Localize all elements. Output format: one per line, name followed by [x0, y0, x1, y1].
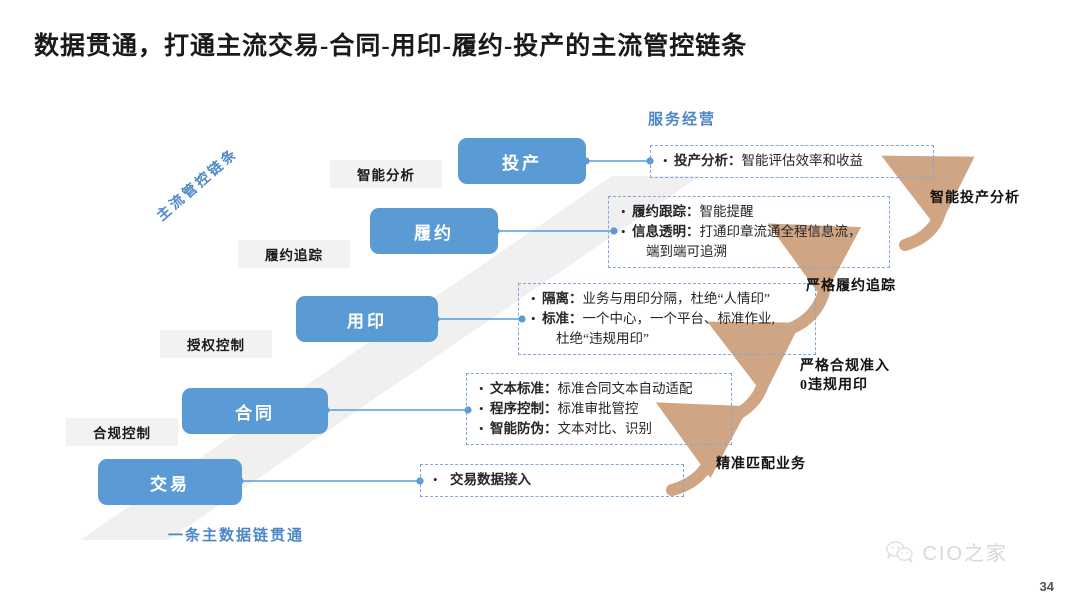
outcome-yongyin: 严格合规准入 0违规用印 [800, 357, 890, 395]
detail-hetong: • 文本标准：标准合同文本自动适配 • 程序控制：标准审批管控 • 智能防伪：文… [466, 373, 732, 445]
page-number: 34 [1039, 579, 1054, 594]
detail-line: • 交易数据接入 [433, 470, 673, 490]
detail-line: • 履约跟踪：智能提醒 [621, 202, 879, 222]
bullet-icon: • [479, 381, 484, 396]
tag-performance-tracking: 履约追踪 [238, 240, 350, 268]
outcome-lvyue: 严格履约追踪 [806, 279, 896, 294]
bullet-icon: • [479, 401, 484, 416]
detail-subline: 端到端可追溯 [646, 244, 727, 259]
stage-jiaoyi[interactable]: 交易 [98, 459, 242, 505]
detail-line: • 标准：一个中心，一个平台、标准作业, [531, 309, 805, 329]
single-data-chain-label: 一条主数据链贯通 [168, 528, 305, 544]
bullet-icon: • [433, 472, 438, 487]
detail-jiaoyi: • 交易数据接入 [420, 464, 684, 497]
tag-authorization-control: 授权控制 [160, 330, 272, 358]
watermark: CIO之家 [885, 537, 1008, 566]
detail-line: • 智能防伪：文本对比、识别 [479, 419, 721, 439]
detail-line: • 投产分析：智能评估效率和收益 [663, 151, 923, 171]
stage-lvyue[interactable]: 履约 [370, 208, 498, 254]
detail-yongyin: • 隔离：业务与用印分隔，杜绝“人情印” • 标准：一个中心，一个平台、标准作业… [518, 283, 816, 355]
outcome-touchan: 智能投产分析 [930, 191, 1020, 206]
watermark-text: CIO之家 [922, 543, 1008, 565]
stage-touchan[interactable]: 投产 [458, 138, 586, 184]
detail-line: • 程序控制：标准审批管控 [479, 399, 721, 419]
stage-hetong[interactable]: 合同 [182, 388, 328, 434]
arrow-to-touchan [881, 155, 975, 251]
page-title: 数据贯通，打通主流交易-合同-用印-履约-投产的主流管控链条 [34, 33, 748, 60]
service-operation-label: 服务经营 [648, 112, 717, 128]
detail-touchan: • 投产分析：智能评估效率和收益 [650, 145, 934, 178]
bullet-icon: • [531, 291, 536, 306]
outcome-hetong: 精准匹配业务 [716, 457, 806, 472]
bullet-icon: • [663, 153, 668, 168]
wechat-icon [886, 540, 914, 563]
detail-line: • 文本标准：标准合同文本自动适配 [479, 379, 721, 399]
main-control-chain-label: 主流管控链条 [154, 146, 242, 225]
detail-line: • 信息透明：打通印章流通全程信息流， [621, 222, 879, 242]
stage-yongyin[interactable]: 用印 [296, 296, 438, 342]
bullet-icon: • [479, 421, 484, 436]
detail-line: • 隔离：业务与用印分隔，杜绝“人情印” [531, 289, 805, 309]
outcome-yongyin-line2: 0违规用印 [800, 378, 868, 393]
tag-intelligent-analysis: 智能分析 [330, 160, 442, 188]
detail-lvyue: • 履约跟踪：智能提醒 • 信息透明：打通印章流通全程信息流， 端到端可追溯 [608, 196, 890, 268]
bullet-icon: • [621, 204, 626, 219]
tag-compliance-control: 合规控制 [66, 418, 178, 446]
bullet-icon: • [621, 224, 626, 239]
bullet-icon: • [531, 311, 536, 326]
outcome-yongyin-line1: 严格合规准入 [800, 359, 890, 374]
detail-subline: 杜绝“违规用印” [556, 331, 649, 346]
